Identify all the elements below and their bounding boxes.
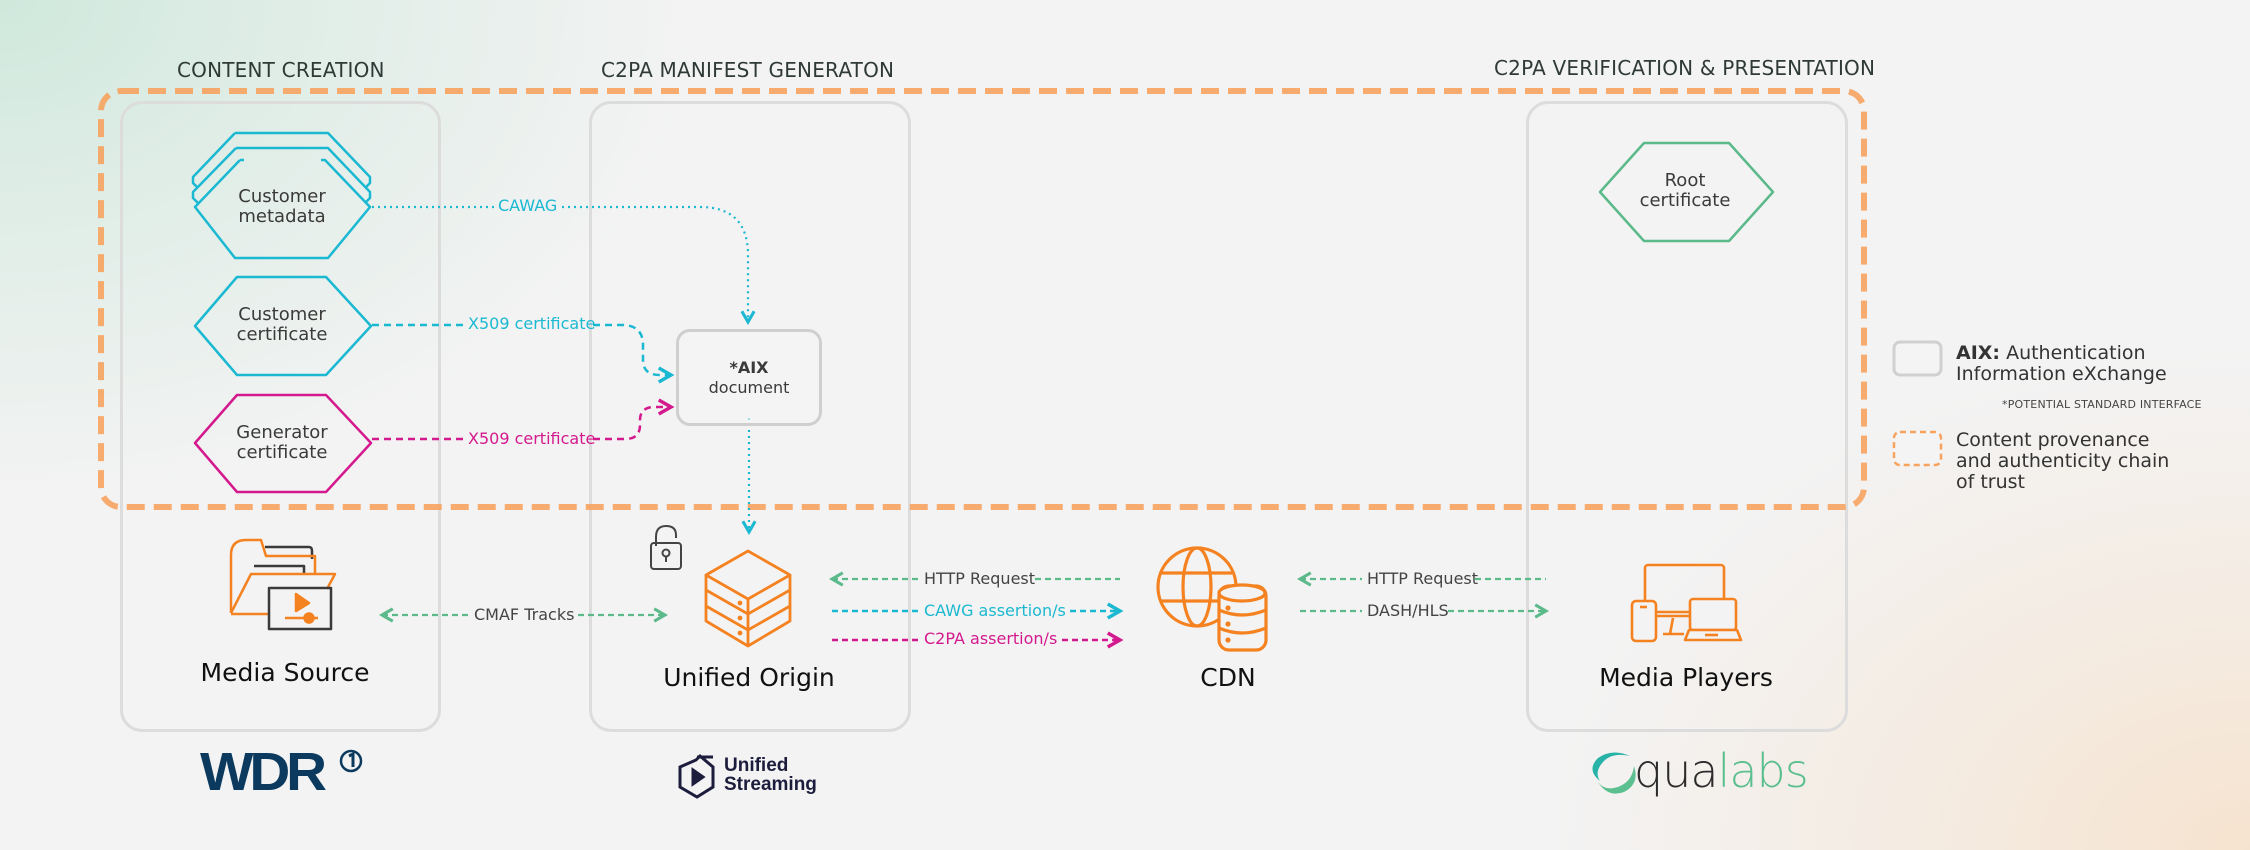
cmaf-tracks-label: CMAF Tracks: [474, 605, 575, 624]
customer-metadata-label: Customer metadata: [222, 187, 342, 227]
legend-aix-swatch: [1892, 340, 1943, 377]
generator-certificate-label: Generator certificate: [222, 423, 342, 463]
qualabs-logo-green-text: labs: [1717, 744, 1809, 798]
wdr-badge-icon: [339, 749, 363, 773]
column-verification: [1526, 101, 1848, 732]
generator-certificate-line1: Generator: [236, 422, 328, 443]
customer-metadata-line2: metadata: [238, 206, 326, 227]
unified-streaming-line1: Unified: [724, 755, 789, 776]
unlocked-padlock-icon: [650, 524, 682, 570]
media-players-devices-icon: [1630, 563, 1743, 643]
aix-document-subtitle: document: [708, 377, 790, 397]
qualabs-logo: qualabs: [1634, 748, 1809, 794]
legend-aix-line1: Authentication: [2000, 342, 2146, 364]
customer-certificate-line1: Customer: [238, 304, 326, 325]
section-title-content-creation: CONTENT CREATION: [177, 58, 385, 82]
x509-customer-label: X509 certificate: [468, 314, 596, 333]
x509-customer-flow-line: [372, 323, 671, 375]
root-certificate-hexagon[interactable]: [1598, 141, 1775, 243]
generator-certificate-hexagon[interactable]: [193, 393, 373, 494]
generator-certificate-line2: certificate: [236, 442, 328, 463]
aix-document-box[interactable]: *AIX document: [676, 329, 822, 426]
legend-chain-line2: and authenticity chain: [1956, 450, 2170, 472]
section-title-verification: C2PA VERIFICATION & PRESENTATION: [1494, 56, 1876, 80]
legend-chain-text: Content provenance and authenticity chai…: [1956, 430, 2169, 493]
customer-certificate-label: Customer certificate: [222, 305, 342, 345]
cdn-label: CDN: [1200, 663, 1256, 692]
x509-generator-flow-line: [372, 407, 671, 441]
customer-metadata-hexagon[interactable]: [191, 131, 372, 260]
unified-streaming-logo-icon: [678, 753, 715, 799]
legend-chain-line3: of trust: [1956, 471, 2026, 493]
media-source-label: Media Source: [200, 658, 370, 687]
column-content-creation: [120, 101, 441, 732]
customer-metadata-line1: Customer: [238, 186, 326, 207]
section-title-manifest-generation: C2PA MANIFEST GENERATON: [601, 58, 895, 82]
media-players-label: Media Players: [1599, 663, 1773, 692]
x509-generator-label: X509 certificate: [468, 429, 596, 448]
unified-origin-label: Unified Origin: [663, 663, 835, 692]
unified-streaming-logo: Unified Streaming: [724, 756, 817, 794]
qualabs-logo-dark-text: qua: [1634, 744, 1719, 798]
root-certificate-label: Root certificate: [1625, 171, 1745, 211]
media-folder-icon: [229, 538, 337, 631]
root-certificate-line1: Root: [1664, 170, 1706, 191]
dash-hls-label: DASH/HLS: [1367, 601, 1449, 620]
legend-chain-swatch: [1892, 430, 1943, 467]
customer-certificate-hexagon[interactable]: [193, 275, 373, 377]
qualabs-logo-icon: [1592, 752, 1636, 794]
unified-streaming-line2: Streaming: [724, 774, 817, 795]
customer-certificate-line2: certificate: [236, 324, 328, 345]
legend-aix-text: AIX: Authentication Information eXchange: [1956, 343, 2167, 385]
legend-aix-term: AIX:: [1956, 342, 2001, 364]
legend-note: *POTENTIAL STANDARD INTERFACE: [2002, 398, 2202, 411]
legend-chain-line1: Content provenance: [1956, 429, 2150, 451]
root-certificate-line2: certificate: [1639, 190, 1731, 211]
cawag-flow-line: [372, 205, 748, 322]
cawg-assertions-label: CAWG assertion/s: [924, 601, 1066, 620]
chain-of-trust-border: [98, 88, 1867, 510]
http-request-cdn-label: HTTP Request: [1367, 569, 1479, 588]
column-manifest-generation: [589, 101, 911, 732]
cdn-globe-database-icon: [1156, 546, 1268, 652]
c2pa-assertions-label: C2PA assertion/s: [924, 629, 1058, 648]
server-stack-icon: [704, 549, 792, 648]
http-request-origin-label: HTTP Request: [924, 569, 1036, 588]
legend-aix-line2: Information eXchange: [1956, 363, 2167, 385]
aix-document-title: *AIX: [729, 357, 769, 377]
cawag-label: CAWAG: [498, 196, 558, 215]
wdr-logo: WDR: [200, 742, 327, 802]
